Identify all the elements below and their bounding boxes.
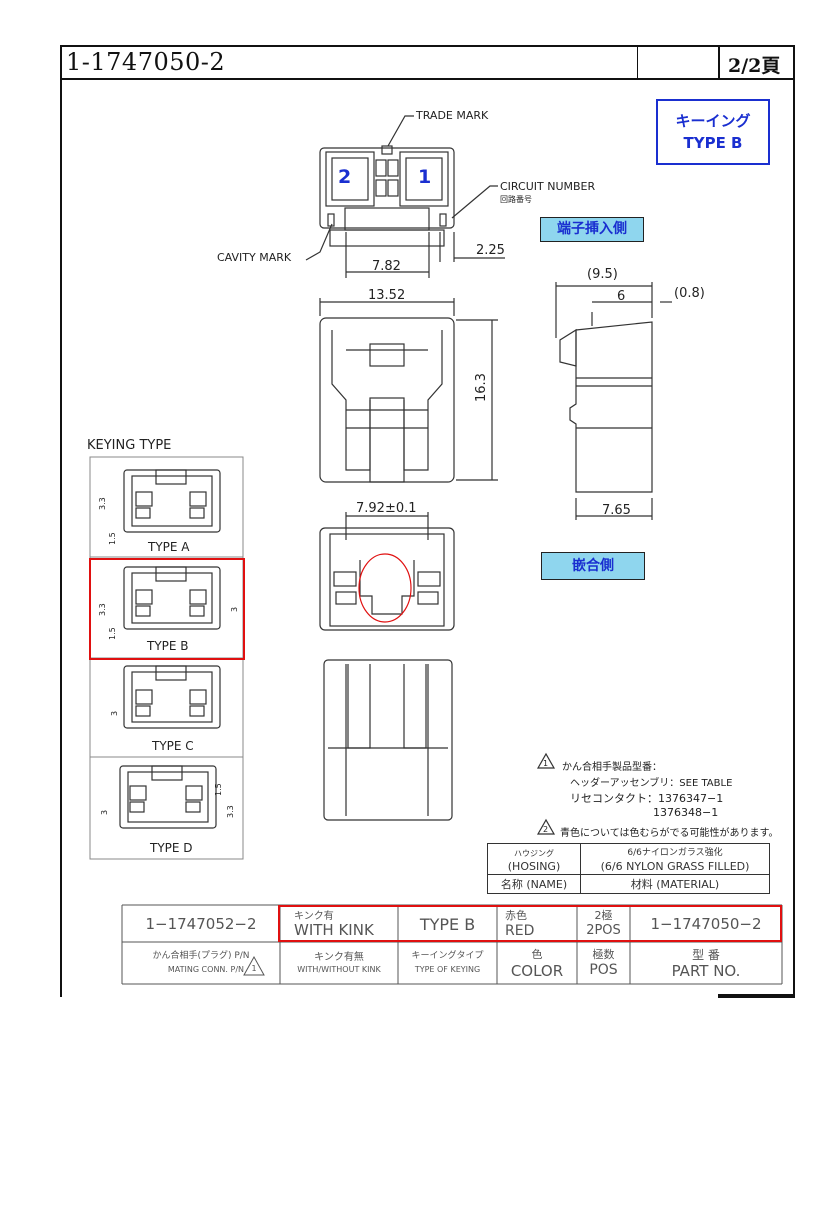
bottom-view-housing <box>323 659 453 821</box>
part-header-jp: 型 番 <box>692 948 720 962</box>
type-c-label: TYPE C <box>152 739 194 753</box>
part-header-en: PART NO. <box>671 962 741 980</box>
note-triangle-1: 1 <box>543 759 549 768</box>
note-receptacle-contact-2: 1376348−1 <box>653 806 719 819</box>
type-a-label: TYPE A <box>148 540 190 554</box>
top-view-housing <box>319 147 455 229</box>
warning-triangle-2 <box>536 818 556 835</box>
kink-jp-value: キンク有 <box>294 911 334 922</box>
note-triangle-2: 2 <box>543 825 549 834</box>
color-header-jp: 色 <box>531 948 543 961</box>
note-mating-products: かん合相手製品型番： <box>562 762 662 773</box>
housing-jp: ハウジング <box>514 848 554 858</box>
name-label: 名称 (NAME) <box>487 874 581 894</box>
side-view-housing <box>569 321 653 493</box>
note-color-variation: 青色については色むらがでる可能性があります。 <box>560 828 779 839</box>
type-b-drawing <box>123 566 221 630</box>
warning-triangle-3 <box>243 955 265 976</box>
housing-en: (HOSING) <box>507 859 561 873</box>
note-receptacle-contact: リセコンタクト：1376347−1 <box>570 792 724 805</box>
keying-header-en: TYPE OF KEYING <box>414 965 481 974</box>
type-b-highlight <box>89 558 245 660</box>
dim-7-65: 7.65 <box>602 503 631 518</box>
color-jp-value: 赤色 <box>505 909 527 922</box>
mating-view-housing <box>319 527 455 631</box>
document-number: 1-1747050-2 <box>66 48 226 76</box>
type-d-drawing <box>119 765 217 829</box>
mating-header-en: MATING CONN. P/N <box>167 965 244 974</box>
page-number: 2/2頁 <box>728 55 781 77</box>
trade-mark-label: TRADE MARK <box>416 109 489 122</box>
part-row-highlight <box>278 905 782 942</box>
material-label: 材料 (MATERIAL) <box>580 874 770 894</box>
dim-7-82: 7.82 <box>372 259 401 274</box>
mating-side-badge: 嵌合側 <box>541 552 645 580</box>
dim-13-52: 13.52 <box>368 288 406 303</box>
type-c-drawing <box>123 665 221 729</box>
kink-en-value: WITH KINK <box>294 921 374 939</box>
header-cell-divider <box>637 45 638 78</box>
pos-header-en: POS <box>589 962 618 978</box>
material-en: (6/6 NYLON GRASS FILLED) <box>600 860 750 873</box>
dim-0-8: (0.8) <box>674 286 705 301</box>
note-header-assembly: ヘッダーアッセンブリ：SEE TABLE <box>570 778 733 789</box>
warning-triangle-1 <box>536 752 556 769</box>
header-divider <box>60 78 795 80</box>
mating-header-jp: かん合相手(プラグ) P/N <box>152 951 250 961</box>
dim-7-92: 7.92±0.1 <box>356 501 417 516</box>
circuit-number-2: 2 <box>338 166 352 188</box>
kink-header-jp: キンク有無 <box>314 952 364 963</box>
color-header-en: COLOR <box>510 962 564 980</box>
mating-pn-value: 1−1747052−2 <box>145 915 257 933</box>
circuit-number-jp-label: 回路番号 <box>500 195 532 204</box>
keying-type-box: キーイング TYPE B <box>656 99 770 165</box>
keying-type-heading: KEYING TYPE <box>87 438 172 453</box>
type-b-label: TYPE B <box>147 639 189 653</box>
keying-highlight-circle <box>358 553 412 623</box>
pos-header-jp: 極数 <box>592 948 615 961</box>
frame-bottom-mark <box>718 994 795 998</box>
material-table: ハウジング (HOSING) 6/6ナイロンガラス強化 (6/6 NYLON G… <box>487 843 770 894</box>
pos-en-value: 2POS <box>586 923 621 938</box>
header-cell-divider <box>718 45 720 78</box>
type-a-drawing <box>123 469 221 533</box>
trade-mark-symbol <box>381 145 393 155</box>
cavity-2 <box>325 151 375 207</box>
circuit-number-label: CIRCUIT NUMBER <box>500 180 596 193</box>
terminal-insertion-side-badge: 端子挿入側 <box>540 217 644 242</box>
keying-box-type: TYPE B <box>683 134 743 152</box>
dim-6: 6 <box>617 289 626 304</box>
drawing-frame <box>60 45 795 997</box>
type-d-label: TYPE D <box>150 841 193 855</box>
dim-9-5: (9.5) <box>587 267 618 282</box>
cavity-mark-label: CAVITY MARK <box>217 251 292 264</box>
keying-box-jp: キーイング <box>675 112 751 130</box>
keying-value: TYPE B <box>419 915 476 934</box>
keying-header-jp: キーイングタイプ <box>411 951 484 961</box>
kink-header-en: WITH/WITHOUT KINK <box>297 965 381 974</box>
material-jp: 6/6ナイロンガラス強化 <box>627 848 723 858</box>
part-no-value: 1−1747050−2 <box>650 915 762 933</box>
cavity-1 <box>399 151 449 207</box>
color-en-value: RED <box>505 923 535 939</box>
mating-header-triangle: 1 <box>251 964 257 973</box>
pos-jp-value: 2極 <box>594 909 613 922</box>
dim-2-25: 2.25 <box>476 243 505 258</box>
circuit-number-1: 1 <box>418 166 432 188</box>
